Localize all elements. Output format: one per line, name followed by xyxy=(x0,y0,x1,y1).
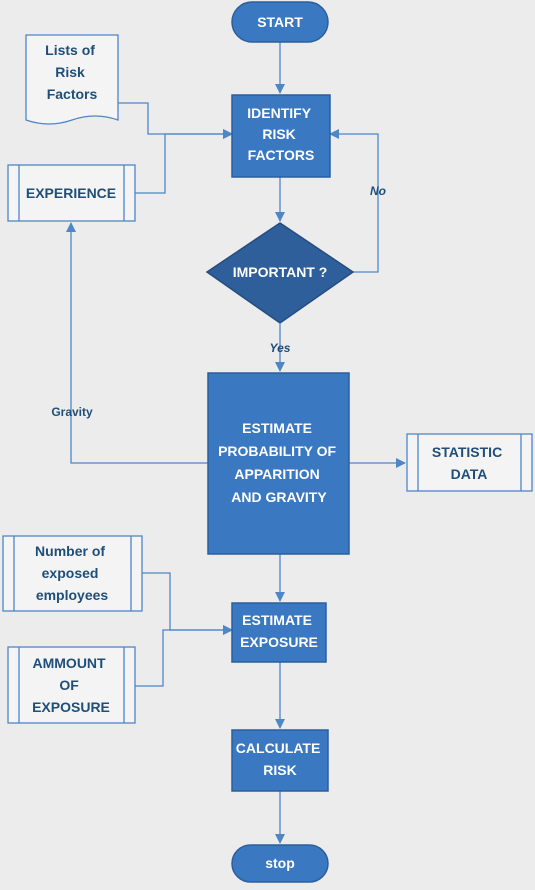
number-exposed-line-2: exposed xyxy=(42,565,99,581)
lists-label: Lists of Risk Factors xyxy=(45,42,99,102)
number-exposed-line-3: employees xyxy=(36,587,109,603)
estimate-prob-line-3: APPARITION xyxy=(234,466,319,482)
number-exposed-line-1: Number of xyxy=(35,543,105,559)
ammount-line-3: EXPOSURE xyxy=(32,699,110,715)
calculate-risk-label: CALCULATE RISK xyxy=(236,740,324,778)
identify-risk-factors-process: IDENTIFY RISK FACTORS xyxy=(231,94,331,178)
edge-important-no xyxy=(329,129,379,273)
estimate-probability-process: ESTIMATE PROBABILITY OF APPARITION AND G… xyxy=(207,372,350,555)
identify-label: IDENTIFY RISK FACTORS xyxy=(247,105,314,163)
edge-experience-identify xyxy=(135,129,233,194)
calculate-risk-process: CALCULATE RISK xyxy=(231,729,329,792)
start-terminator: START xyxy=(231,1,329,43)
ammount-of-exposure-predefined-process: AMMOUNT OF EXPOSURE xyxy=(7,646,136,724)
estimate-exposure-line-2: EXPOSURE xyxy=(240,634,318,650)
experience-predefined-process: EXPERIENCE xyxy=(7,164,136,222)
edge-label-gravity: Gravity xyxy=(51,405,93,419)
start-label: START xyxy=(257,14,303,30)
estimate-prob-line-2: PROBABILITY OF xyxy=(218,443,336,459)
edge-number-exposure xyxy=(142,572,233,635)
calculate-line-2: RISK xyxy=(263,762,296,778)
important-label: IMPORTANT ? xyxy=(233,264,328,280)
edge-label-no: No xyxy=(370,184,386,198)
ammount-line-1: AMMOUNT xyxy=(33,655,107,671)
ammount-label: AMMOUNT OF EXPOSURE xyxy=(32,655,110,715)
lists-of-risk-factors-document: Lists of Risk Factors xyxy=(25,34,119,125)
estimate-probability-label: ESTIMATE PROBABILITY OF APPARITION AND G… xyxy=(218,420,340,505)
estimate-exposure-label: ESTIMATE EXPOSURE xyxy=(240,612,318,650)
edge-lists-identify xyxy=(118,102,233,139)
experience-label: EXPERIENCE xyxy=(26,185,116,201)
connectors xyxy=(66,42,406,844)
lists-line-3: Factors xyxy=(47,86,98,102)
ammount-line-2: OF xyxy=(59,677,79,693)
identify-line-3: FACTORS xyxy=(248,147,315,163)
number-exposed-label: Number of exposed employees xyxy=(35,543,109,603)
calculate-line-1: CALCULATE xyxy=(236,740,321,756)
edge-label-yes: Yes xyxy=(270,341,291,355)
identify-line-1: IDENTIFY xyxy=(247,105,311,121)
statistic-line-1: STATISTIC xyxy=(432,444,502,460)
estimate-prob-line-4: AND GRAVITY xyxy=(231,489,327,505)
lists-line-1: Lists of xyxy=(45,42,95,58)
number-of-exposed-employees-predefined-process: Number of exposed employees xyxy=(2,535,143,612)
stop-terminator: stop xyxy=(231,844,329,883)
stop-label: stop xyxy=(265,855,295,871)
statistic-line-2: DATA xyxy=(451,466,488,482)
edge-estimate-experience xyxy=(66,222,208,464)
lists-line-2: Risk xyxy=(55,64,85,80)
estimate-prob-line-1: ESTIMATE xyxy=(242,420,312,436)
statistic-data-predefined-process: STATISTIC DATA xyxy=(406,433,533,492)
statistic-label: STATISTIC DATA xyxy=(432,444,506,482)
estimate-exposure-process: ESTIMATE EXPOSURE xyxy=(231,602,327,663)
edge-ammount-exposure xyxy=(135,625,233,687)
important-decision: IMPORTANT ? xyxy=(205,222,355,324)
identify-line-2: RISK xyxy=(262,126,295,142)
estimate-exposure-line-1: ESTIMATE xyxy=(242,612,312,628)
